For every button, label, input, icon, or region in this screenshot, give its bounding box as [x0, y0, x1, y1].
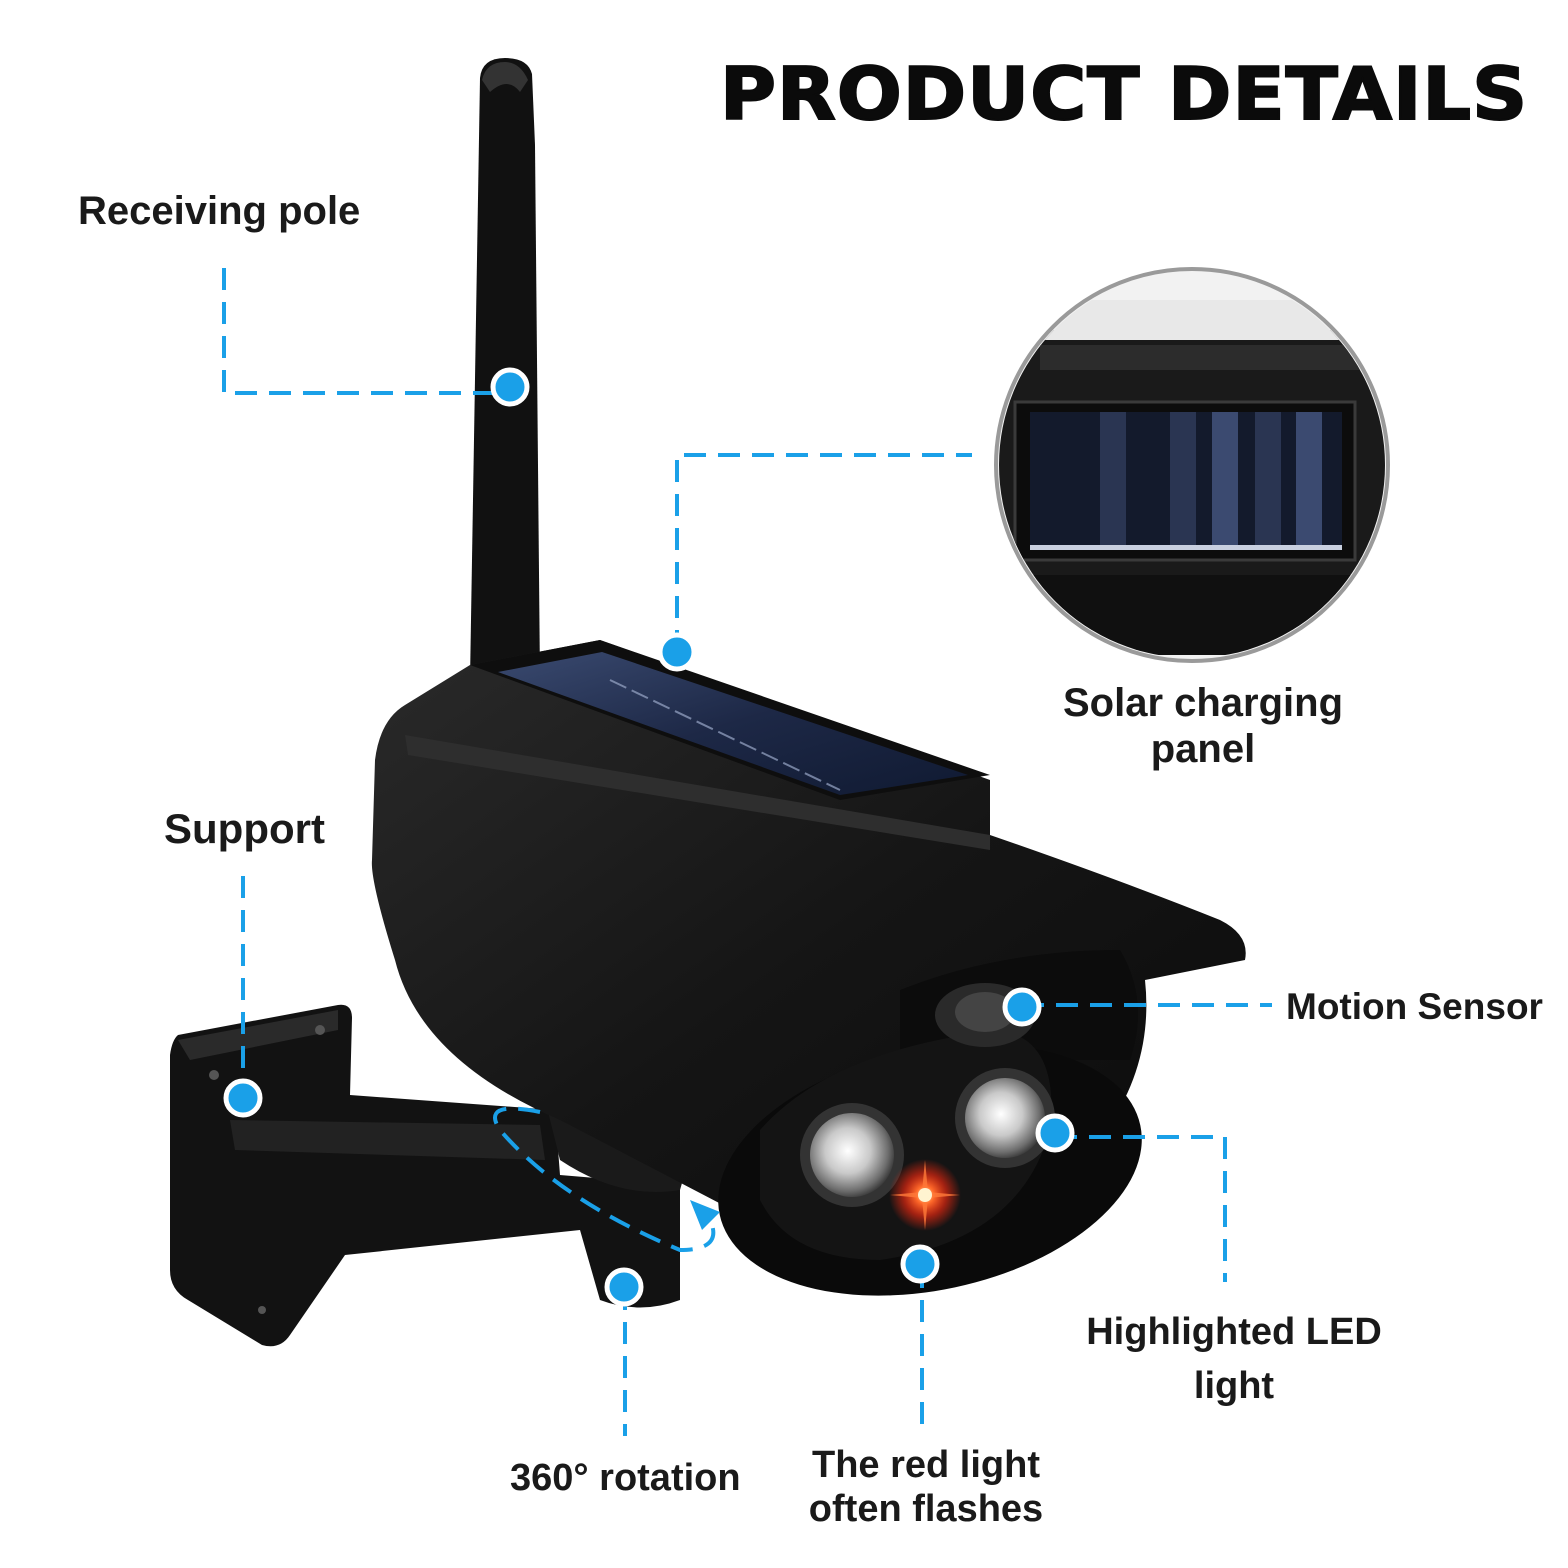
led-lights [800, 1068, 1055, 1207]
label-led-light-line1: Highlighted LED [1086, 1311, 1382, 1353]
label-rotation: 360° rotation [510, 1457, 741, 1499]
page-title: PRODUCT DETAILS [719, 51, 1529, 137]
dot-led [1035, 1113, 1075, 1153]
solar-panel [470, 640, 990, 800]
label-receiving-pole: Receiving pole [78, 189, 361, 233]
dot-rotation [604, 1267, 644, 1307]
label-red-light-line1: The red light [812, 1444, 1040, 1486]
callout-line-solar-panel [675, 453, 972, 652]
red-light [889, 1159, 961, 1231]
callout-lines [222, 268, 1272, 1436]
dot-red-light [900, 1244, 940, 1284]
rotation-arc [493, 1106, 716, 1253]
label-red-light-line2: often flashes [808, 1488, 1044, 1531]
dot-motion-sensor [1002, 987, 1042, 1027]
label-solar-panel-line2: panel [1150, 727, 1256, 771]
label-support: Support [164, 805, 325, 852]
label-solar-panel-line1: Solar charging [1062, 681, 1344, 725]
dot-solar-panel [657, 632, 697, 672]
label-led-light-line2: light [1193, 1364, 1275, 1407]
label-motion-sensor: Motion Sensor [1286, 986, 1543, 1027]
rotation-arrow-icon [690, 1200, 720, 1230]
label-solar-panel: Solar charging panel [1040, 680, 1366, 772]
dot-support [223, 1078, 263, 1118]
callout-line-receiving-pole [222, 268, 510, 395]
dot-receiving-pole [490, 367, 530, 407]
label-red-light: The red light often flashes [800, 1443, 1052, 1532]
solar-panel-closeup [994, 267, 1390, 663]
wall-bracket [170, 1004, 680, 1347]
label-led-light: Highlighted LED light [1075, 1306, 1393, 1414]
callout-dots [223, 367, 1075, 1307]
callout-line-led [1055, 1135, 1227, 1282]
